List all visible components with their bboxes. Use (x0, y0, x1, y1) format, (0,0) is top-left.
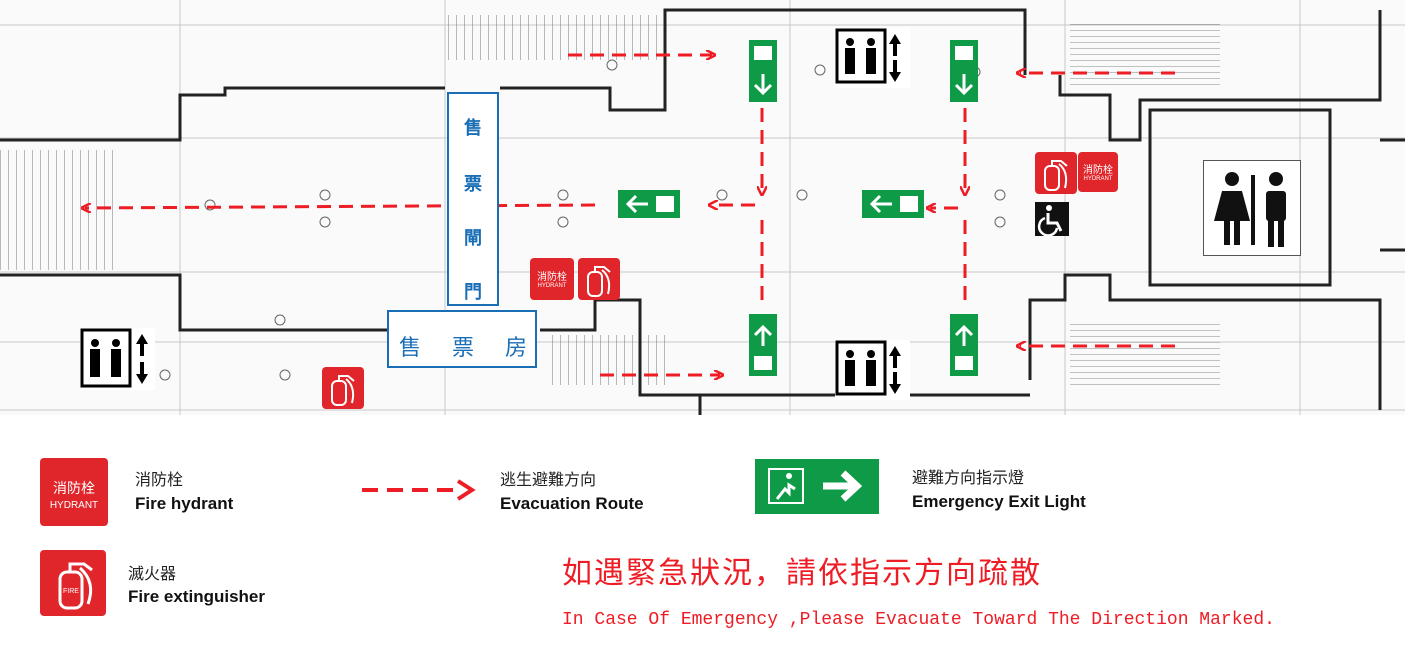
legend-exit-light-label-en: Emergency Exit Light (912, 492, 1086, 511)
extinguisher-marker (578, 258, 620, 300)
ticket-gate-char: 門 (464, 282, 482, 303)
column-markers (159, 59, 1006, 381)
extinguisher-icon (331, 375, 355, 406)
extinguisher-icon: FIRE (58, 562, 93, 610)
ticket-gate: 售 票 閘 門 (447, 92, 499, 306)
extinguisher-icon (587, 266, 611, 297)
floor-plan (0, 0, 1405, 415)
ticket-office-char: 房 (505, 336, 528, 361)
accessible-sign (1035, 202, 1069, 237)
restroom-sign (1203, 160, 1301, 256)
legend-route-line (362, 479, 476, 501)
ticket-gate-char: 售 (464, 118, 482, 139)
hydrant-icon-cn: 消防栓 (53, 481, 95, 497)
extinguisher-icon (1044, 160, 1068, 191)
stairs-south (545, 335, 665, 385)
hydrant-label-cn: 消防栓 (1083, 165, 1113, 176)
hydrant-icon-en: HYDRANT (49, 500, 99, 511)
hydrant-marker: 消防栓 HYDRANT (530, 258, 574, 300)
extinguisher-marker (322, 367, 364, 409)
legend-extinguisher-label-cn: 滅火器 (128, 564, 177, 583)
elevator-west (80, 328, 155, 390)
hydrant-marker: 消防栓 HYDRANT (1078, 152, 1118, 192)
exit-lights (618, 40, 978, 376)
restroom-icon (1214, 172, 1286, 247)
evacuation-routes (85, 55, 1175, 375)
emergency-notice-cn: 如遇緊急狀況，請依指示方向疏散 (562, 556, 1042, 591)
stairs-west (0, 150, 115, 270)
legend-exit-light (755, 459, 879, 514)
ticket-gate-char: 閘 (464, 228, 482, 249)
exit-light-icon (768, 468, 863, 504)
ticket-office: 售 票 房 (387, 310, 537, 368)
legend-route-label-cn: 逃生避難方向 (500, 470, 597, 489)
elevator-icon (835, 340, 901, 396)
ticket-office-char: 售 (399, 336, 422, 361)
legend-hydrant-icon: 消防栓 HYDRANT (40, 458, 108, 526)
stairs-southeast (1070, 320, 1220, 390)
legend-exit-light-label-cn: 避難方向指示燈 (912, 468, 1025, 487)
extinguisher-marker (1035, 152, 1077, 194)
ticket-office-char: 票 (452, 336, 475, 361)
elevator-north (835, 28, 910, 88)
accessible-icon (1037, 205, 1063, 237)
walls (0, 8, 1405, 415)
extinguisher-fire-text: FIRE (63, 588, 79, 595)
elevator-icon (835, 28, 901, 84)
stairs-north (445, 15, 665, 60)
emergency-notice-en: In Case Of Emergency ,Please Evacuate To… (562, 610, 1275, 630)
hydrant-label-en: HYDRANT (537, 283, 567, 289)
elevator-south (835, 340, 910, 400)
legend-hydrant-label-en: Fire hydrant (135, 494, 234, 513)
ticket-gate-char: 票 (464, 174, 482, 195)
stairs-northeast (1070, 20, 1220, 90)
legend-extinguisher-label-en: Fire extinguisher (128, 587, 265, 606)
elevator-icon (80, 328, 148, 388)
legend-route-label-en: Evacuation Route (500, 494, 644, 513)
hydrant-label-en: HYDRANT (1083, 176, 1113, 182)
legend-hydrant-label-cn: 消防栓 (135, 470, 184, 489)
hydrant-label-cn: 消防栓 (537, 272, 567, 283)
legend-extinguisher-icon: FIRE (40, 550, 106, 616)
